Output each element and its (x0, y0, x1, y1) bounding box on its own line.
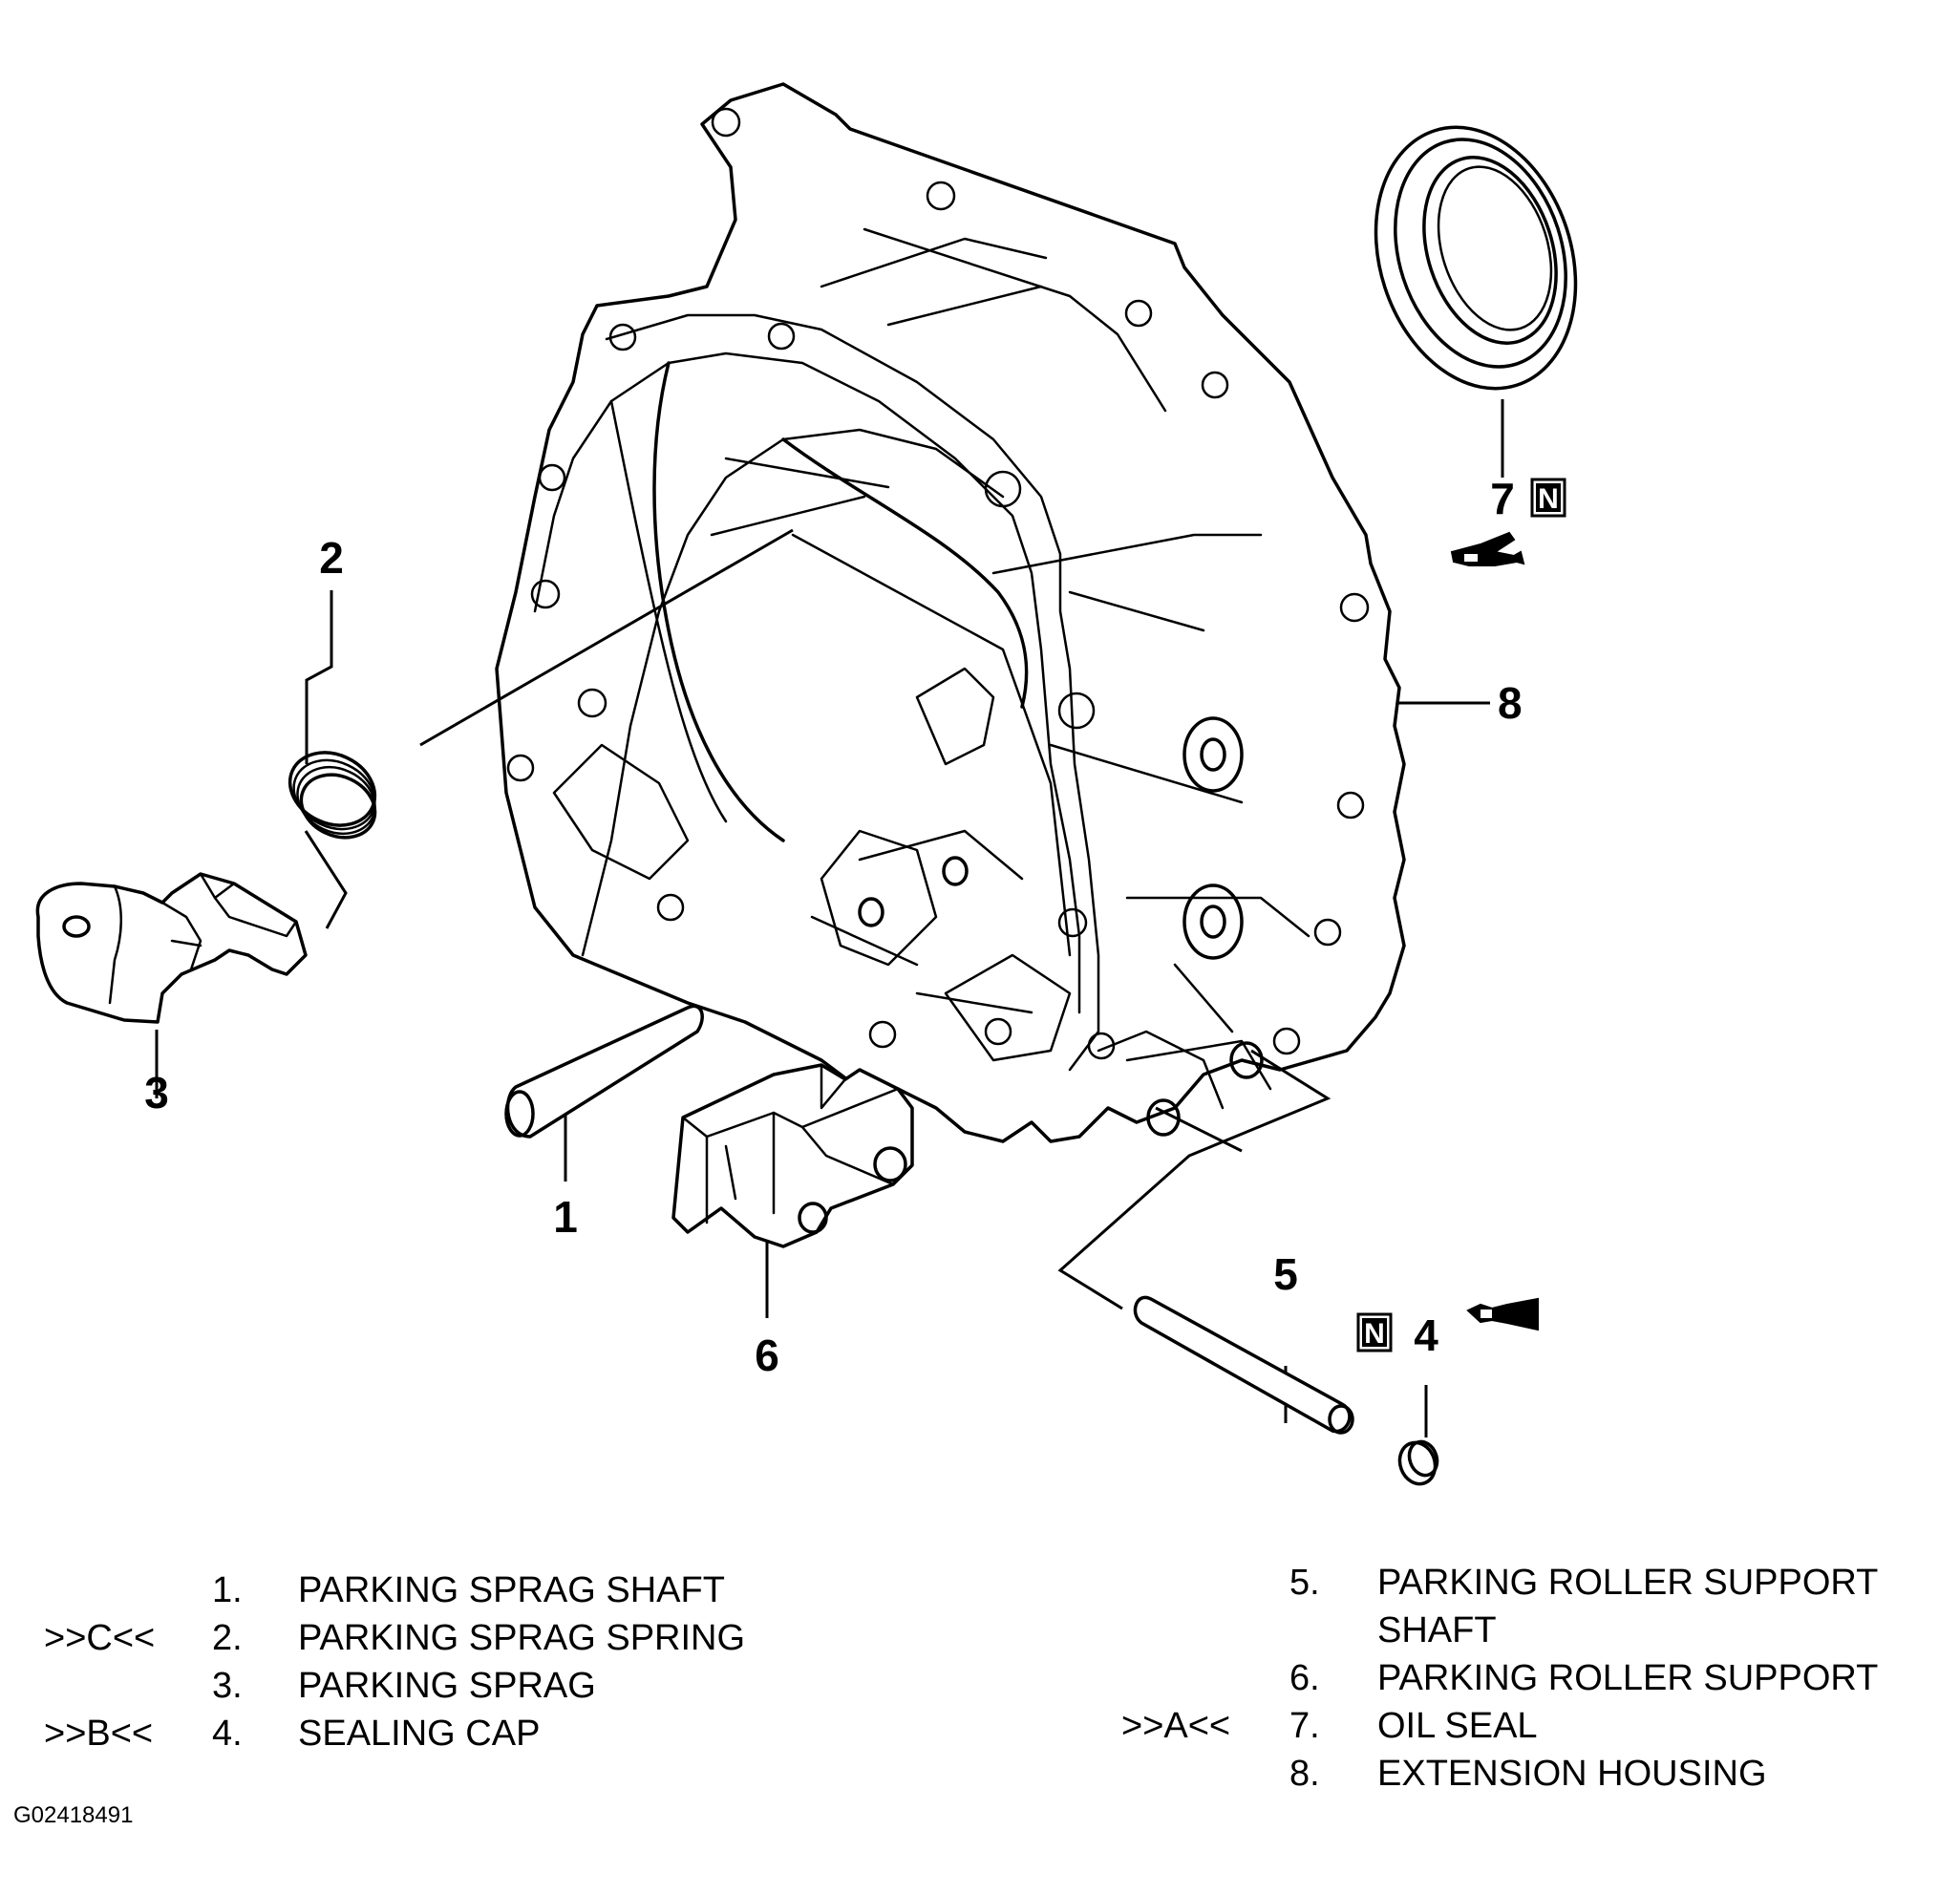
callout-8: 8 (1498, 678, 1523, 728)
oil-seal (1374, 125, 1578, 391)
legend-item-8: 8. EXTENSION HOUSING (1289, 1754, 1767, 1794)
legend-item-5: 5. PARKING ROLLER SUPPORT SHAFT (1289, 1563, 1879, 1650)
new-part-n-icon: N (1530, 478, 1566, 518)
svg-text:N: N (1538, 483, 1559, 515)
legend-item-2: >>C<< 2. PARKING SPRAG SPRING (44, 1618, 746, 1658)
callout-1: 1 (553, 1192, 578, 1242)
legend-right: 5. PARKING ROLLER SUPPORT SHAFT 6. PARKI… (1108, 1559, 1949, 1807)
legend-item-7: >>A<< 7. OIL SEAL (1121, 1706, 1538, 1746)
callout-7: 7 (1490, 474, 1515, 523)
sealing-cap (1397, 1439, 1439, 1486)
grease-tube-icon (1450, 531, 1525, 566)
legend-item-3: 3. PARKING SPRAG (212, 1666, 596, 1706)
callout-3: 3 (144, 1068, 169, 1118)
new-part-n-icon: N (1356, 1312, 1393, 1352)
parking-sprag-shaft (504, 1004, 704, 1139)
extension-housing (495, 82, 1406, 1143)
parking-roller-support-shaft (1133, 1295, 1354, 1435)
parking-sprag (35, 872, 308, 1024)
figure-id: G02418491 (13, 1802, 134, 1828)
legend-item-1: 1. PARKING SPRAG SHAFT (212, 1570, 725, 1610)
callout-5: 5 (1273, 1249, 1298, 1299)
callout-2: 2 (319, 533, 344, 583)
svg-text:N: N (1364, 1318, 1385, 1350)
parking-roller-support (671, 1063, 914, 1248)
callout-6: 6 (755, 1331, 779, 1380)
parking-sprag-spring (288, 751, 377, 840)
sealant-tube-icon (1466, 1297, 1539, 1331)
legend-item-6: 6. PARKING ROLLER SUPPORT (1289, 1658, 1879, 1698)
legend-item-4: >>B<< 4. SEALING CAP (44, 1714, 541, 1754)
legend-left: 1. PARKING SPRAG SHAFT >>C<< 2. PARKING … (0, 1566, 860, 1777)
callout-4: 4 (1414, 1310, 1438, 1360)
